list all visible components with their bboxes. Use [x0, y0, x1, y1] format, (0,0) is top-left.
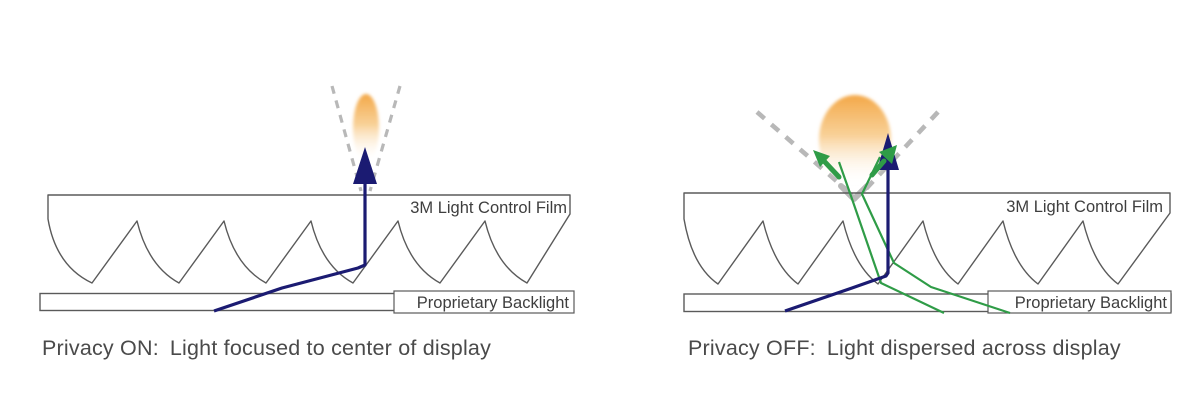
up-left-arrow-icon	[821, 158, 842, 180]
backlight-label-box	[393, 290, 575, 314]
film-label: 3M Light Control Film	[410, 199, 567, 217]
caption-prefix: Privacy OFF:	[688, 336, 816, 360]
caption-prefix: Privacy ON:	[42, 336, 159, 360]
caption-text: Light focused to center of display	[169, 336, 492, 360]
focused-light-ray	[213, 183, 367, 313]
light-control-film-outline	[47, 194, 571, 284]
caption-privacy-on: Privacy ON: Light focused to center of di…	[42, 336, 491, 361]
up-right-arrow-icon	[869, 158, 887, 178]
caption-privacy-off: Privacy OFF: Light dispersed across displ…	[688, 336, 1121, 361]
dispersed-glow	[819, 95, 891, 185]
panel-privacy-off: 3M Light Control Film Proprietary Backli…	[683, 95, 1172, 315]
panel-privacy-on: 3M Light Control Film Proprietary Backli…	[39, 85, 575, 314]
film-label: 3M Light Control Film	[1006, 198, 1163, 216]
dispersed-light-rays	[837, 156, 1011, 315]
caption-text: Light dispersed across display	[826, 336, 1121, 360]
up-arrow-icon	[353, 147, 377, 184]
up-left-arrowhead-icon	[813, 150, 830, 167]
light-control-film-outline	[683, 192, 1171, 285]
central-light-ray	[784, 169, 890, 313]
up-right-arrowhead-icon	[879, 145, 897, 164]
focused-glow	[353, 94, 379, 162]
backlight-label-box	[987, 290, 1172, 314]
backlight-label: Proprietary Backlight	[1015, 294, 1168, 312]
narrow-viewing-cone-dashes	[330, 85, 402, 192]
backlight-label: Proprietary Backlight	[417, 294, 570, 312]
dispersion-arrows	[813, 145, 897, 180]
wide-viewing-cone-dashes	[755, 110, 940, 193]
